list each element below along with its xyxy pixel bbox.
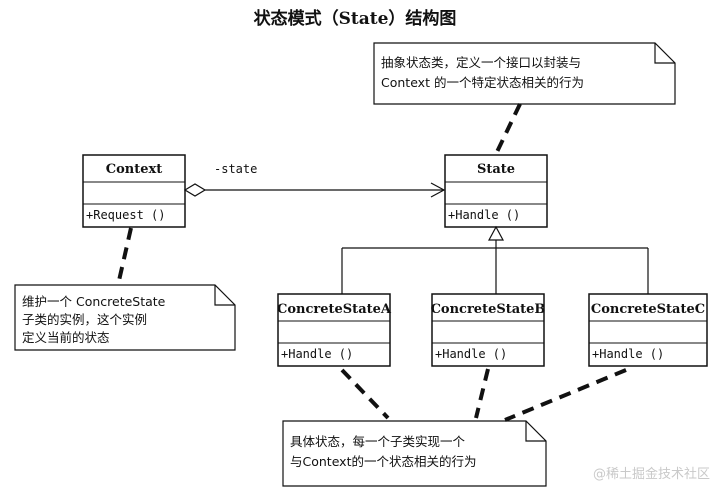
diagram-title: 状态模式（State）结构图 (254, 8, 457, 29)
context-note-line-3: 定义当前的状态 (22, 330, 110, 345)
context-class: Context +Request () (82, 154, 186, 228)
generalization-triangle-icon (487, 225, 505, 241)
state-class-name: State (477, 162, 515, 177)
concrete-state-c-class: ConcreteStateC +Handle () (588, 293, 708, 367)
context-class-name: Context (106, 162, 163, 177)
concrete-state-a-name: ConcreteStateA (277, 302, 392, 317)
note-fold-icon (654, 43, 675, 64)
note-anchor-line (474, 368, 490, 419)
concrete-state-b-name: ConcreteStateB (431, 302, 546, 317)
state-note-line-1: 抽象状态类，定义一个接口以封装与 (381, 55, 581, 70)
state-note-line-2: Context 的一个特定状态相关的行为 (381, 75, 584, 90)
state-note: 抽象状态类，定义一个接口以封装与 Context 的一个特定状态相关的行为 (373, 42, 676, 155)
concrete-state-c-operation: +Handle () (592, 347, 664, 361)
concrete-state-a-operation: +Handle () (281, 347, 353, 361)
concrete-state-b-operation: +Handle () (435, 347, 507, 361)
note-anchor-line (494, 103, 522, 155)
concrete-state-c-name: ConcreteStateC (591, 302, 705, 317)
context-note: 维护一个 ConcreteState 子类的实例，这个实例 定义当前的状态 (14, 227, 236, 351)
aggregation-association: -state (183, 162, 446, 198)
aggregation-diamond-icon (183, 183, 207, 197)
concrete-state-a-class: ConcreteStateA +Handle () (277, 293, 392, 367)
concrete-note-line-1: 具体状态，每一个子类实现一个 (290, 434, 466, 449)
state-class: State +Handle () (444, 154, 548, 228)
note-fold-icon (525, 421, 546, 442)
context-operation: +Request () (86, 208, 165, 222)
inheritance-tree (341, 225, 649, 294)
watermark: @稀土掘金技术社区 (593, 466, 710, 482)
context-note-line-2: 子类的实例，这个实例 (22, 312, 147, 327)
concrete-note-line-2: 与Context的一个状态相关的行为 (290, 454, 476, 469)
association-role-label: -state (214, 162, 257, 176)
concrete-state-b-class: ConcreteStateB +Handle () (431, 293, 546, 367)
state-operation: +Handle () (448, 208, 520, 222)
note-fold-icon (214, 285, 235, 306)
note-anchor-line (340, 368, 390, 420)
concrete-note: 具体状态，每一个子类实现一个 与Context的一个状态相关的行为 (282, 368, 627, 487)
open-arrowhead-icon (430, 182, 446, 198)
note-anchor-line (504, 368, 627, 422)
context-note-line-1: 维护一个 ConcreteState (22, 294, 166, 309)
note-anchor-line (116, 227, 133, 286)
